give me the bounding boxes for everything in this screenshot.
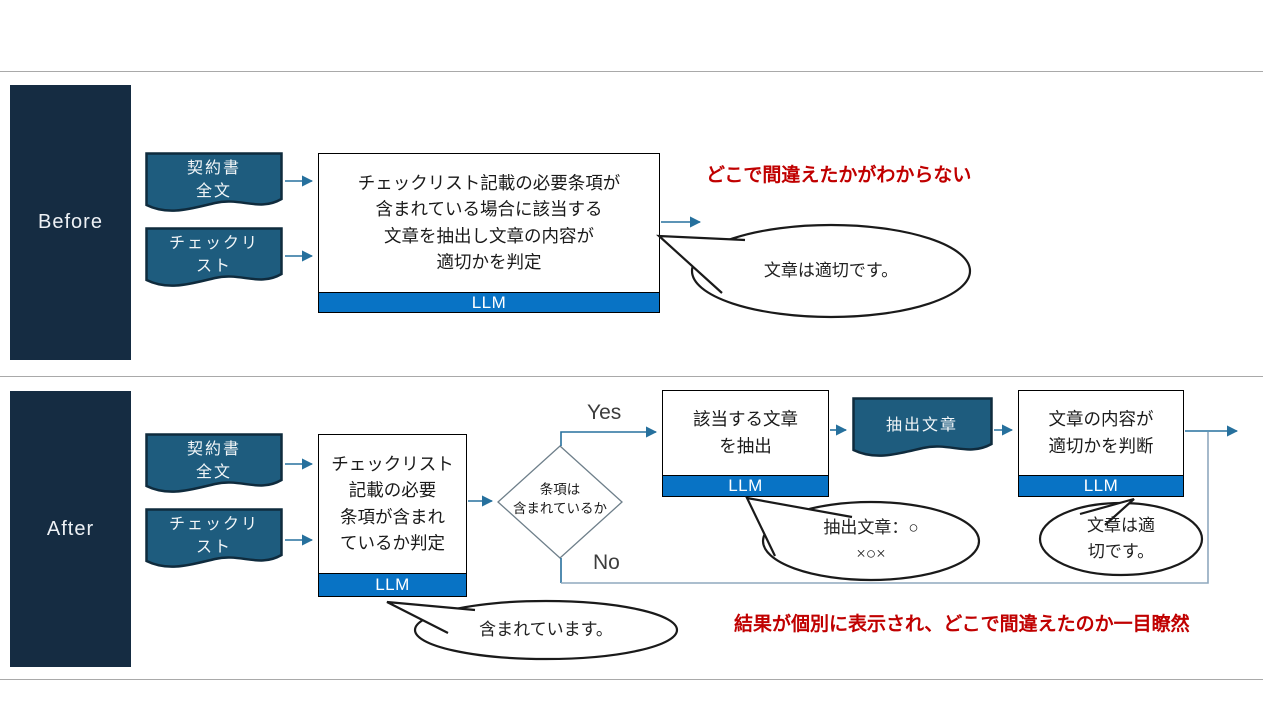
after-process3-text: 文章の内容が 適切かを判断 <box>1048 409 1154 456</box>
after-doc-checklist-label: チェックリ スト <box>168 516 259 557</box>
before-annotation: どこで間違えたかがわからない <box>706 165 972 186</box>
included-bubble-text: 含まれています。 <box>479 620 613 639</box>
after-llm-label-1: LLM <box>375 575 410 594</box>
after-label-text: After <box>46 517 95 540</box>
yes-branch-label: Yes <box>587 401 622 424</box>
divider-top <box>0 71 1263 72</box>
after-process1-box <box>318 434 467 574</box>
before-process-box <box>318 153 660 293</box>
after-annotation: 結果が個別に表示され、どこで間違えたのか一目瞭然 <box>734 614 1190 635</box>
before-bubble-text: 文章は適切です。 <box>763 261 899 280</box>
after-doc-extracted-label: 抽出文章 <box>885 417 958 434</box>
before-doc-contract-label: 契約書 全文 <box>186 160 241 201</box>
no-branch-label: No <box>593 551 620 574</box>
before-llm-label: LLM <box>471 292 507 312</box>
arrow-yes-branch <box>560 426 658 446</box>
after-llm-bar-2: LLM <box>662 475 829 497</box>
after-llm-label-3: LLM <box>1083 476 1119 495</box>
after-process2-text: 該当する文章 を抽出 <box>693 409 798 456</box>
after-result-bubble-text: 文章は適 切です。 <box>1087 516 1155 562</box>
before-section-label: Before <box>10 85 131 360</box>
after-llm-bar-1: LLM <box>318 573 467 597</box>
decision-text: 条項は 含まれているか <box>512 482 608 516</box>
before-label-text: Before <box>38 211 103 233</box>
before-process-text: チェックリスト記載の必要条項が 含まれている場合に該当する 文章を抽出し文章の内… <box>357 173 621 272</box>
after-llm-label-2: LLM <box>728 476 763 495</box>
before-llm-bar: LLM <box>318 292 660 313</box>
divider-bottom <box>0 679 1263 680</box>
after-section-label: After <box>10 391 131 667</box>
after-llm-bar-3: LLM <box>1018 475 1184 497</box>
after-process1-text: チェックリスト 記載の必要 条項が含まれ ているか判定 <box>331 454 454 553</box>
divider-middle <box>0 376 1263 377</box>
after-doc-contract-label: 契約書 全文 <box>186 441 241 482</box>
before-doc-checklist-label: チェックリ スト <box>168 235 259 276</box>
extracted-bubble-text: 抽出文章：○ ×○× <box>823 518 919 564</box>
